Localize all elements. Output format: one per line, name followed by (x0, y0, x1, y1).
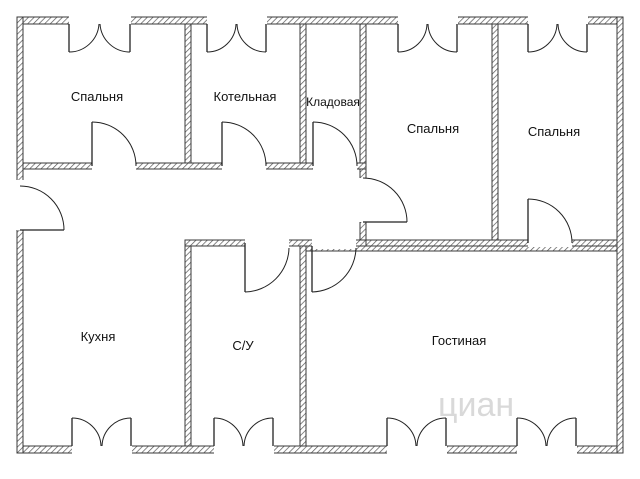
room-label-bedroom-1: Спальня (71, 89, 123, 104)
room-label-pantry: Кладовая (306, 95, 360, 109)
room-label-boiler-room: Котельная (214, 89, 277, 104)
room-label-bathroom: С/У (232, 338, 254, 353)
interior-doors (19, 121, 573, 293)
room-label-living-room: Гостиная (432, 333, 487, 348)
watermark-text: циан (438, 386, 514, 424)
room-label-kitchen: Кухня (81, 329, 116, 344)
room-label-bedroom-3: Спальня (528, 124, 580, 139)
exterior-walls (16, 16, 624, 454)
door-gaps (16, 162, 572, 249)
room-label-bedroom-2: Спальня (407, 121, 459, 136)
exterior-double-doors (68, 16, 588, 454)
